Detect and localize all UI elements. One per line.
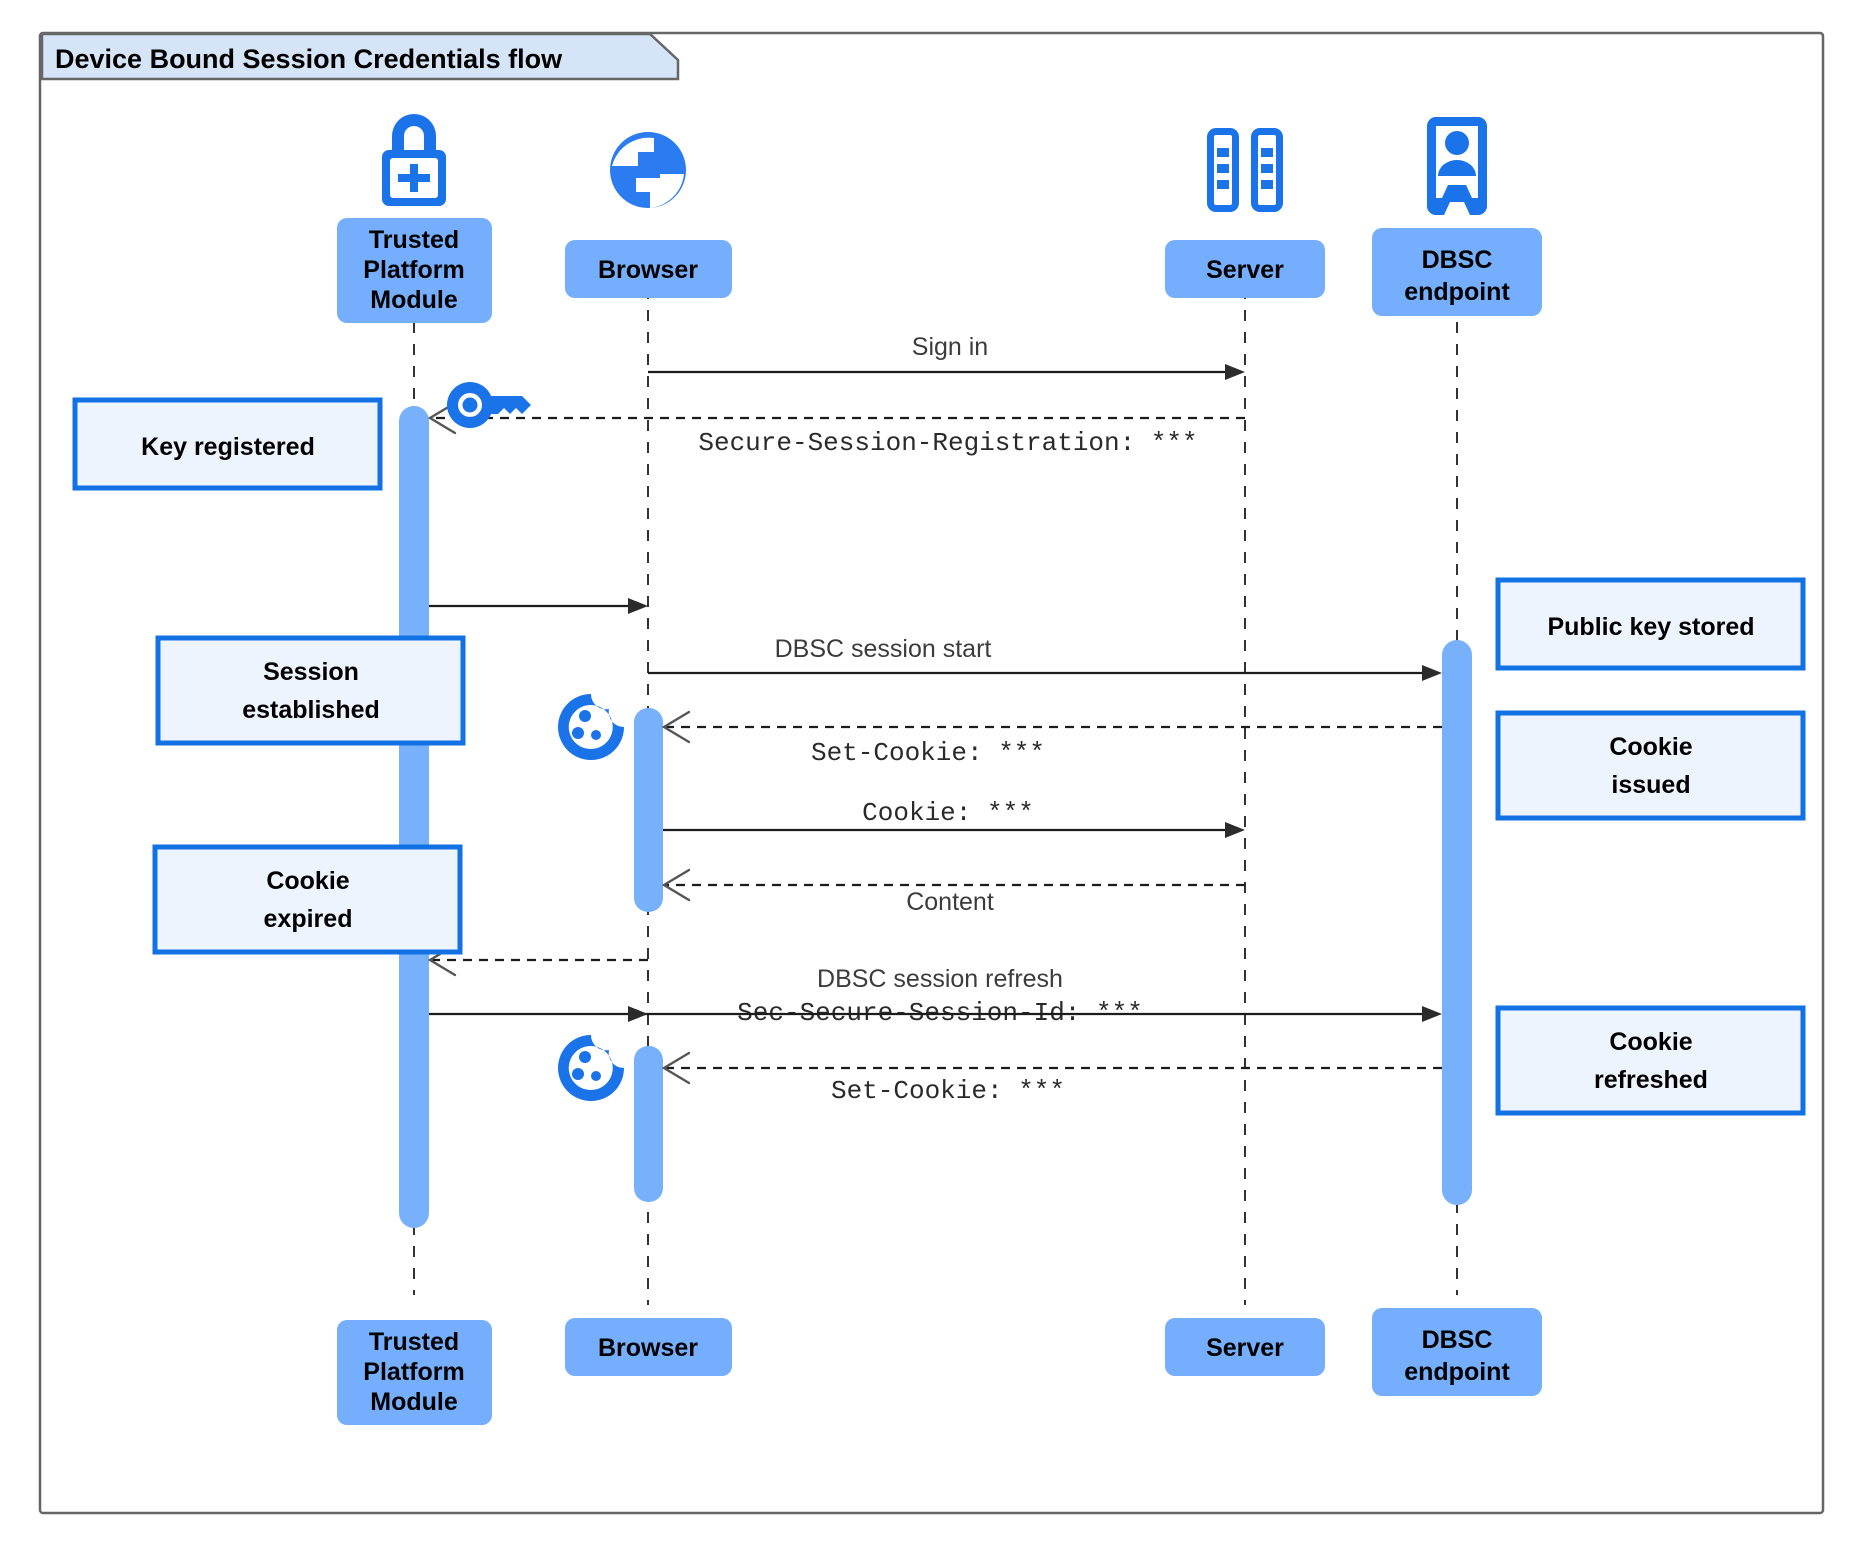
note-cookie-refreshed: [1495, 1005, 1806, 1116]
message-label-content: Content: [906, 888, 994, 916]
server-rack-icon: [1207, 128, 1283, 212]
participant-label-server-top: Server: [1206, 256, 1284, 284]
note-cookie-expired: [152, 844, 463, 955]
participant-label-dbsc-top-2: endpoint: [1404, 278, 1510, 306]
arrowhead-dbsc-session-refresh: [1422, 1006, 1442, 1022]
participant-box-tpm-bottom[interactable]: [337, 1320, 492, 1425]
note-session-established: [155, 635, 466, 746]
note-cookie-expired-line-2: expired: [264, 905, 353, 933]
arrowhead-dbsc-session-start: [1422, 665, 1442, 681]
participant-box-tpm-top[interactable]: [337, 218, 492, 323]
activation-bar-tpm: [399, 406, 429, 1228]
arrowhead-set-cookie-1: [661, 710, 691, 744]
participant-label-server-bottom: Server: [1206, 1334, 1284, 1362]
participant-box-dbsc-bottom[interactable]: [1372, 1308, 1542, 1396]
note-key-registered: [72, 397, 383, 491]
note-cookie-refreshed-line-2: refreshed: [1594, 1066, 1708, 1094]
frame-title-tab: [40, 32, 680, 81]
note-cookie-issued: [1495, 710, 1806, 821]
message-label-set-cookie-2: Set-Cookie: ***: [831, 1076, 1065, 1106]
arrowhead-browser-midpoint-refresh: [628, 1006, 648, 1022]
participant-label-dbsc-bottom-2: endpoint: [1404, 1358, 1510, 1386]
activation-bar-browser-2: [634, 1046, 663, 1202]
arrowhead-set-cookie-2: [661, 1051, 691, 1085]
note-public-key-stored-line-1: Public key stored: [1547, 613, 1754, 641]
arrowhead-content: [661, 868, 691, 902]
participant-box-browser-bottom[interactable]: [565, 1318, 732, 1376]
message-label-secure-session-registration: Secure-Session-Registration: ***: [698, 428, 1197, 458]
participant-label-tpm-bottom-3: Module: [370, 1388, 458, 1416]
participant-label-dbsc-top-1: DBSC: [1422, 246, 1493, 274]
arrowhead-cookie: [1225, 822, 1245, 838]
note-cookie-issued-line-2: issued: [1611, 771, 1690, 799]
globe-icon: [610, 132, 686, 208]
note-cookie-refreshed-line-1: Cookie: [1609, 1028, 1692, 1056]
note-cookie-issued-line-1: Cookie: [1609, 733, 1692, 761]
participant-label-browser-top: Browser: [598, 256, 698, 284]
participant-label-tpm-top-3: Module: [370, 286, 458, 314]
message-label-sign-in: Sign in: [912, 333, 988, 361]
participant-label-browser-bottom: Browser: [598, 1334, 698, 1362]
participant-label-tpm-top-1: Trusted: [369, 226, 459, 254]
lock-plus-icon: [382, 114, 446, 206]
note-session-established-line-1: Session: [263, 658, 359, 686]
cookie-icon: [558, 694, 624, 760]
cookie-icon: [558, 1035, 624, 1101]
message-label-dbsc-session-start: DBSC session start: [775, 635, 992, 663]
note-key-registered-line-1: Key registered: [141, 433, 315, 461]
arrowhead-tpm-to-browser: [628, 598, 648, 614]
participant-label-tpm-bottom-2: Platform: [363, 1358, 464, 1386]
participant-label-dbsc-bottom-1: DBSC: [1422, 1326, 1493, 1354]
message-label-set-cookie-1: Set-Cookie: ***: [811, 738, 1045, 768]
participant-label-tpm-top-2: Platform: [363, 256, 464, 284]
activation-bar-browser: [634, 708, 663, 912]
participant-box-browser-top[interactable]: [565, 240, 732, 298]
participant-box-dbsc-top[interactable]: [1372, 228, 1542, 316]
note-public-key-stored: [1495, 577, 1806, 671]
note-cookie-expired-line-1: Cookie: [266, 867, 349, 895]
arrowhead-secure-session-registration: [427, 401, 457, 435]
note-session-established-line-2: established: [242, 696, 380, 724]
activation-bar-dbsc: [1442, 640, 1472, 1205]
key-icon: [447, 382, 531, 428]
frame-title-text: Device Bound Session Credentials flow: [55, 44, 563, 74]
participant-label-tpm-bottom-1: Trusted: [369, 1328, 459, 1356]
message-label-cookie: Cookie: ***: [862, 798, 1034, 828]
participant-box-server-top[interactable]: [1165, 240, 1325, 298]
message-label-dbsc-session-refresh: DBSC session refresh: [817, 965, 1063, 993]
arrowhead-sign-in: [1225, 364, 1245, 380]
id-badge-icon: [1427, 117, 1487, 215]
participant-box-server-bottom[interactable]: [1165, 1318, 1325, 1376]
